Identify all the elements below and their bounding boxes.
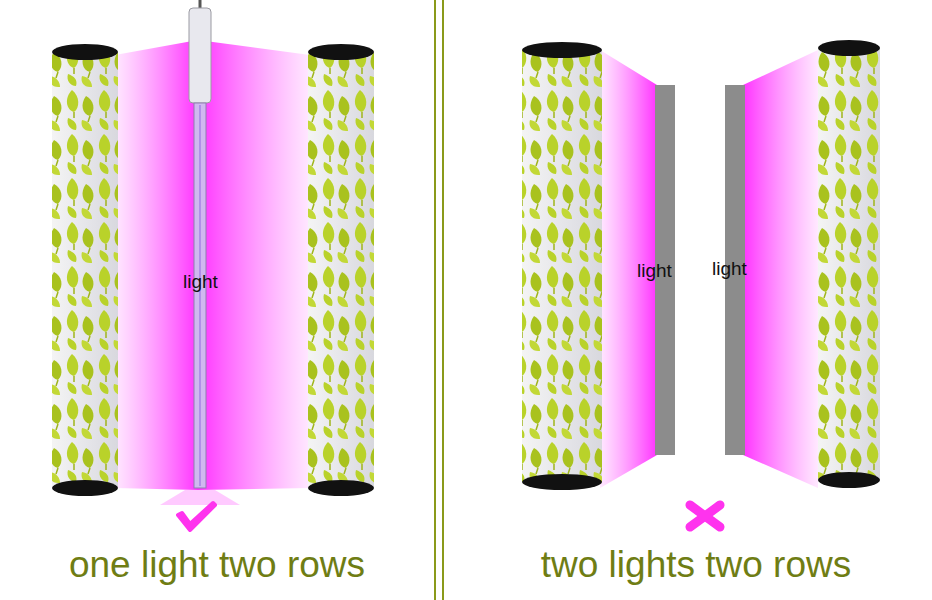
fixture-label: light [183, 271, 218, 293]
plant-tower [818, 40, 880, 488]
check-mark [178, 503, 215, 530]
plant-tower [308, 44, 374, 496]
fixture-label: light [712, 258, 747, 280]
panel-caption: two lights two rows [541, 544, 852, 586]
fixture-label: light [637, 260, 672, 282]
tube-light [189, 0, 211, 488]
plant-tower [522, 42, 602, 490]
panel-caption: one light two rows [69, 544, 365, 586]
cross-mark [690, 505, 720, 527]
plant-tower [52, 44, 118, 496]
